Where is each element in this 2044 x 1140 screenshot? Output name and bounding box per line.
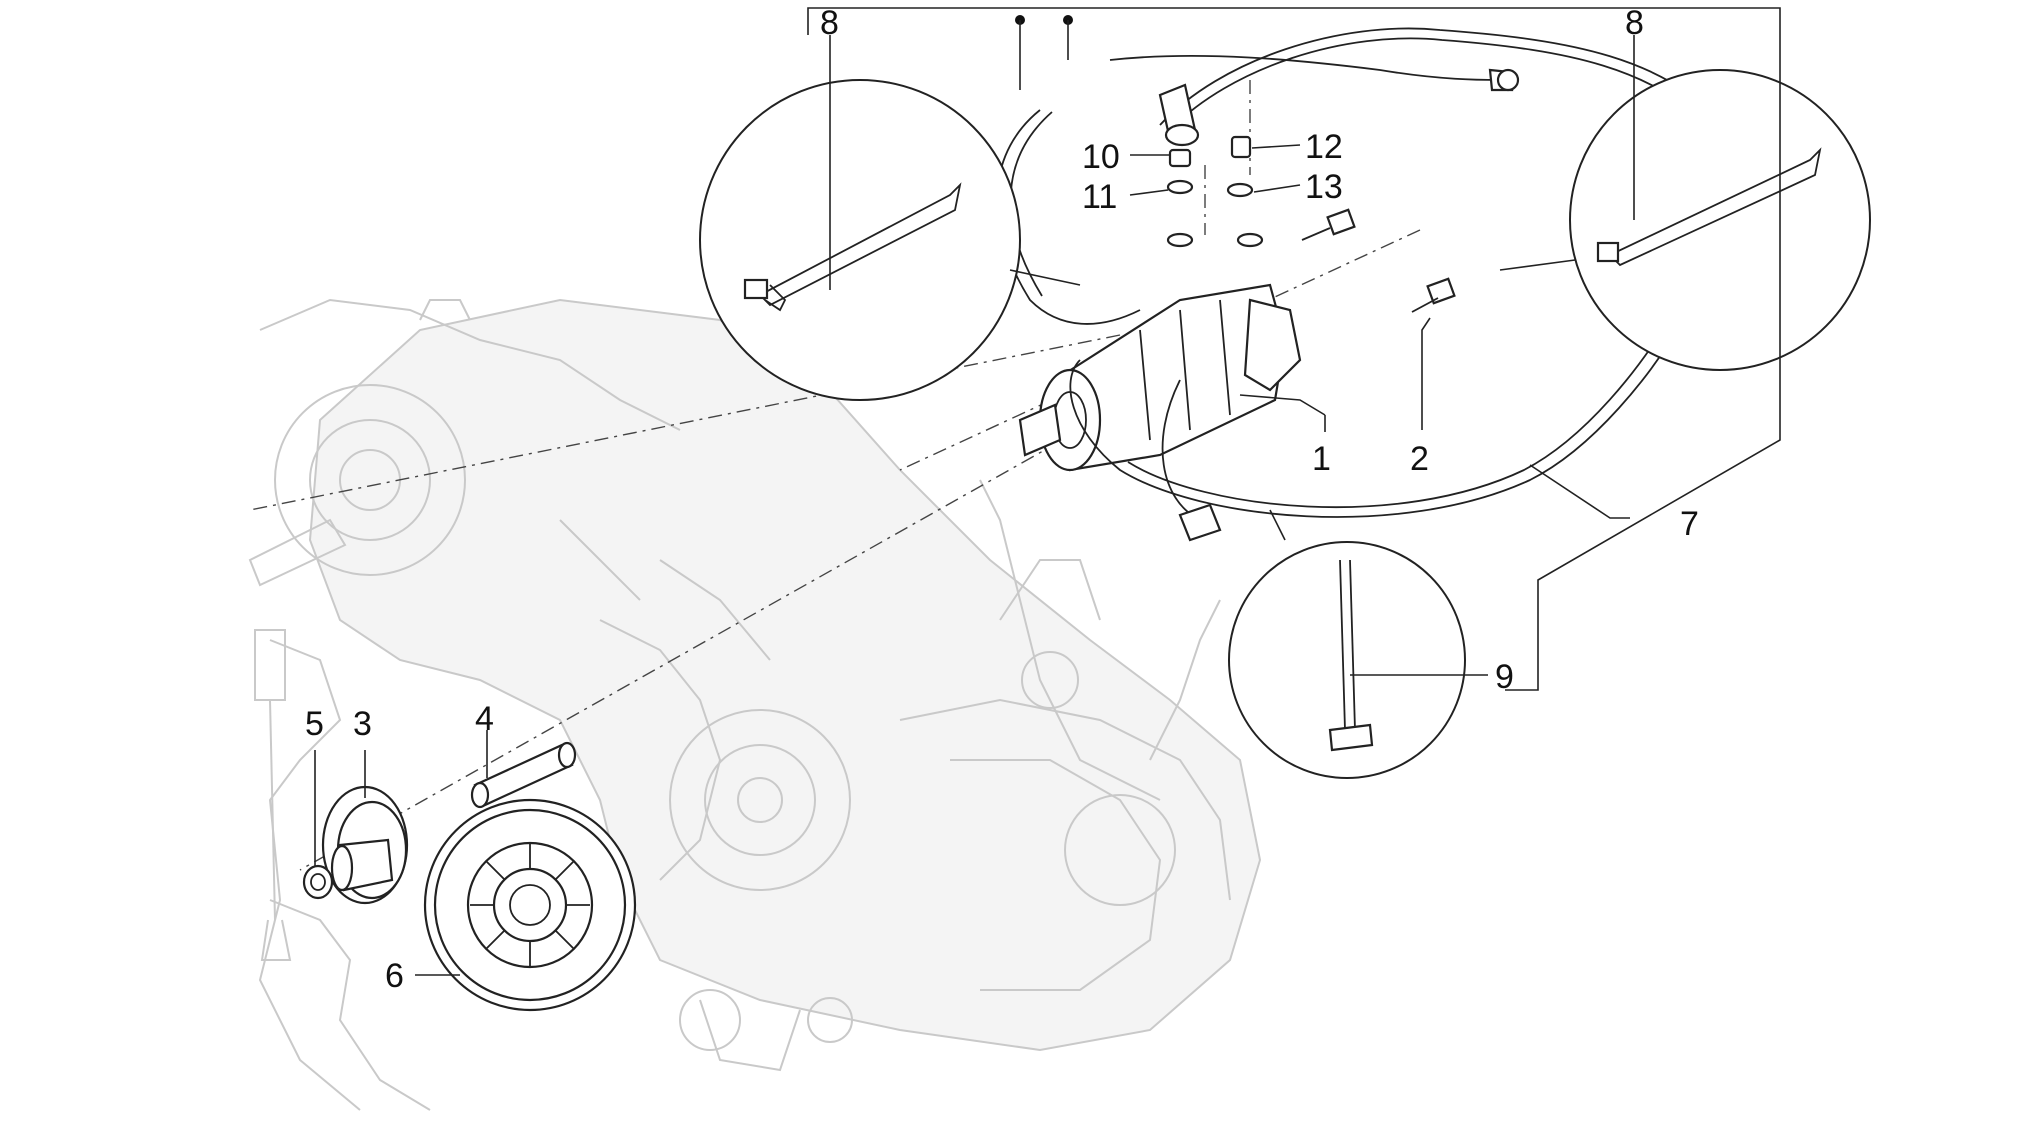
starter-motor: [1018, 283, 1302, 472]
idler-shaft: [470, 741, 577, 809]
callout-3: 3: [353, 705, 372, 743]
sensor-probe: [254, 629, 292, 961]
callout-11: 11: [1082, 178, 1117, 216]
starter-gear-ring: [423, 798, 637, 1012]
callout-10: 10: [1082, 138, 1120, 176]
idler-gear: [321, 785, 409, 905]
callout-2: 2: [1410, 440, 1429, 478]
detail-bubble-bottom: [1228, 509, 1466, 779]
group-bracket: [807, 7, 1781, 691]
callout-4: 4: [475, 700, 494, 738]
callout-12: 12: [1305, 128, 1343, 166]
detail-bubble-right: [1499, 69, 1871, 371]
thrust-washer: [302, 864, 334, 900]
leader-lines: [314, 35, 1635, 976]
assembly-axis-lines: [249, 80, 1421, 871]
callout-labels: 1 2 3 4 5 6 7 8 8 9 10 11 12 13: [305, 4, 1699, 995]
callout-1: 1: [1312, 440, 1331, 478]
starter-bolts: [1301, 208, 1456, 313]
callout-5: 5: [305, 705, 324, 743]
small-fasteners: [1166, 135, 1264, 248]
callout-7: 7: [1680, 505, 1699, 543]
callout-8-right: 8: [1625, 4, 1644, 42]
callout-6: 6: [385, 957, 404, 995]
callout-8-left: 8: [820, 4, 839, 42]
detail-bubble-left: [699, 79, 1081, 401]
callout-13: 13: [1305, 168, 1343, 206]
callout-9: 9: [1495, 658, 1514, 696]
